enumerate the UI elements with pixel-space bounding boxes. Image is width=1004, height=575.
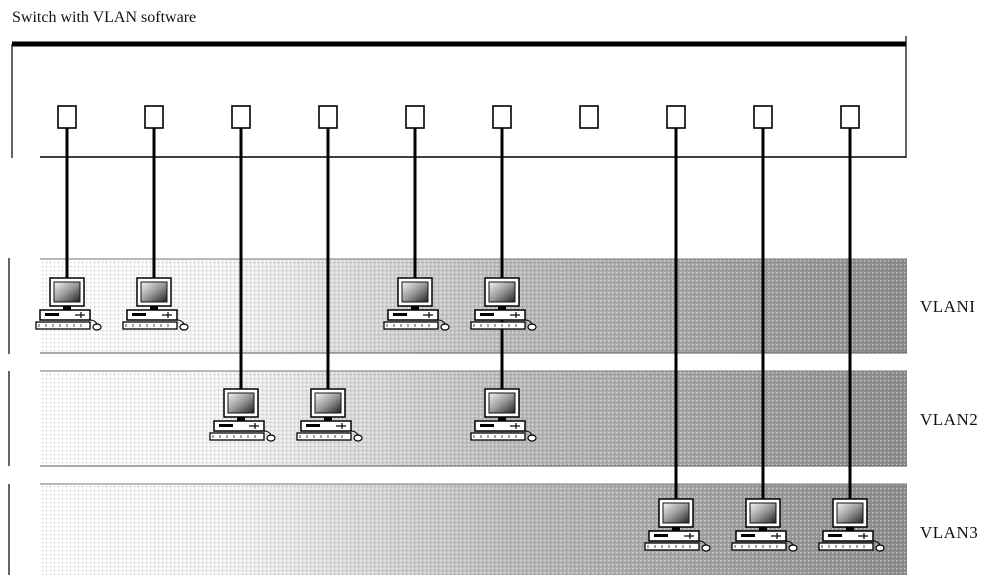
switch-port-5 xyxy=(405,105,425,129)
vlan2-band xyxy=(8,370,907,467)
computer-icon-vlan1-port2 xyxy=(122,277,189,331)
vlan3-label: VLAN3 xyxy=(920,523,979,542)
computer-icon-vlan3-port10 xyxy=(818,498,885,552)
switch-port-9 xyxy=(753,105,773,129)
switch-port-2 xyxy=(144,105,164,129)
computer-icon-vlan2-port6 xyxy=(470,388,537,442)
switch-port-4 xyxy=(318,105,338,129)
computers xyxy=(35,277,885,552)
computer-icon-vlan1-port1 xyxy=(35,277,102,331)
computer-icon-vlan1-port6 xyxy=(470,277,537,331)
vlan2-label: VLAN2 xyxy=(920,410,979,429)
switch-port-7 xyxy=(579,105,599,129)
switch-port-1 xyxy=(57,105,77,129)
switch-port-6 xyxy=(492,105,512,129)
computer-icon-vlan2-port4 xyxy=(296,388,363,442)
vlan3-band xyxy=(8,483,907,575)
switch-port-3 xyxy=(231,105,251,129)
computer-icon-vlan3-port8 xyxy=(644,498,711,552)
switch-title: Switch with VLAN software xyxy=(12,9,197,26)
switch-port-8 xyxy=(666,105,686,129)
connections xyxy=(65,128,852,499)
switch xyxy=(11,36,907,158)
computer-icon-vlan3-port9 xyxy=(731,498,798,552)
computer-icon-vlan1-port5 xyxy=(383,277,450,331)
switch-port-10 xyxy=(840,105,860,129)
computer-icon-vlan2-port3 xyxy=(209,388,276,442)
switch-ports xyxy=(57,105,860,129)
vlan1-label: VLANI xyxy=(920,297,976,316)
